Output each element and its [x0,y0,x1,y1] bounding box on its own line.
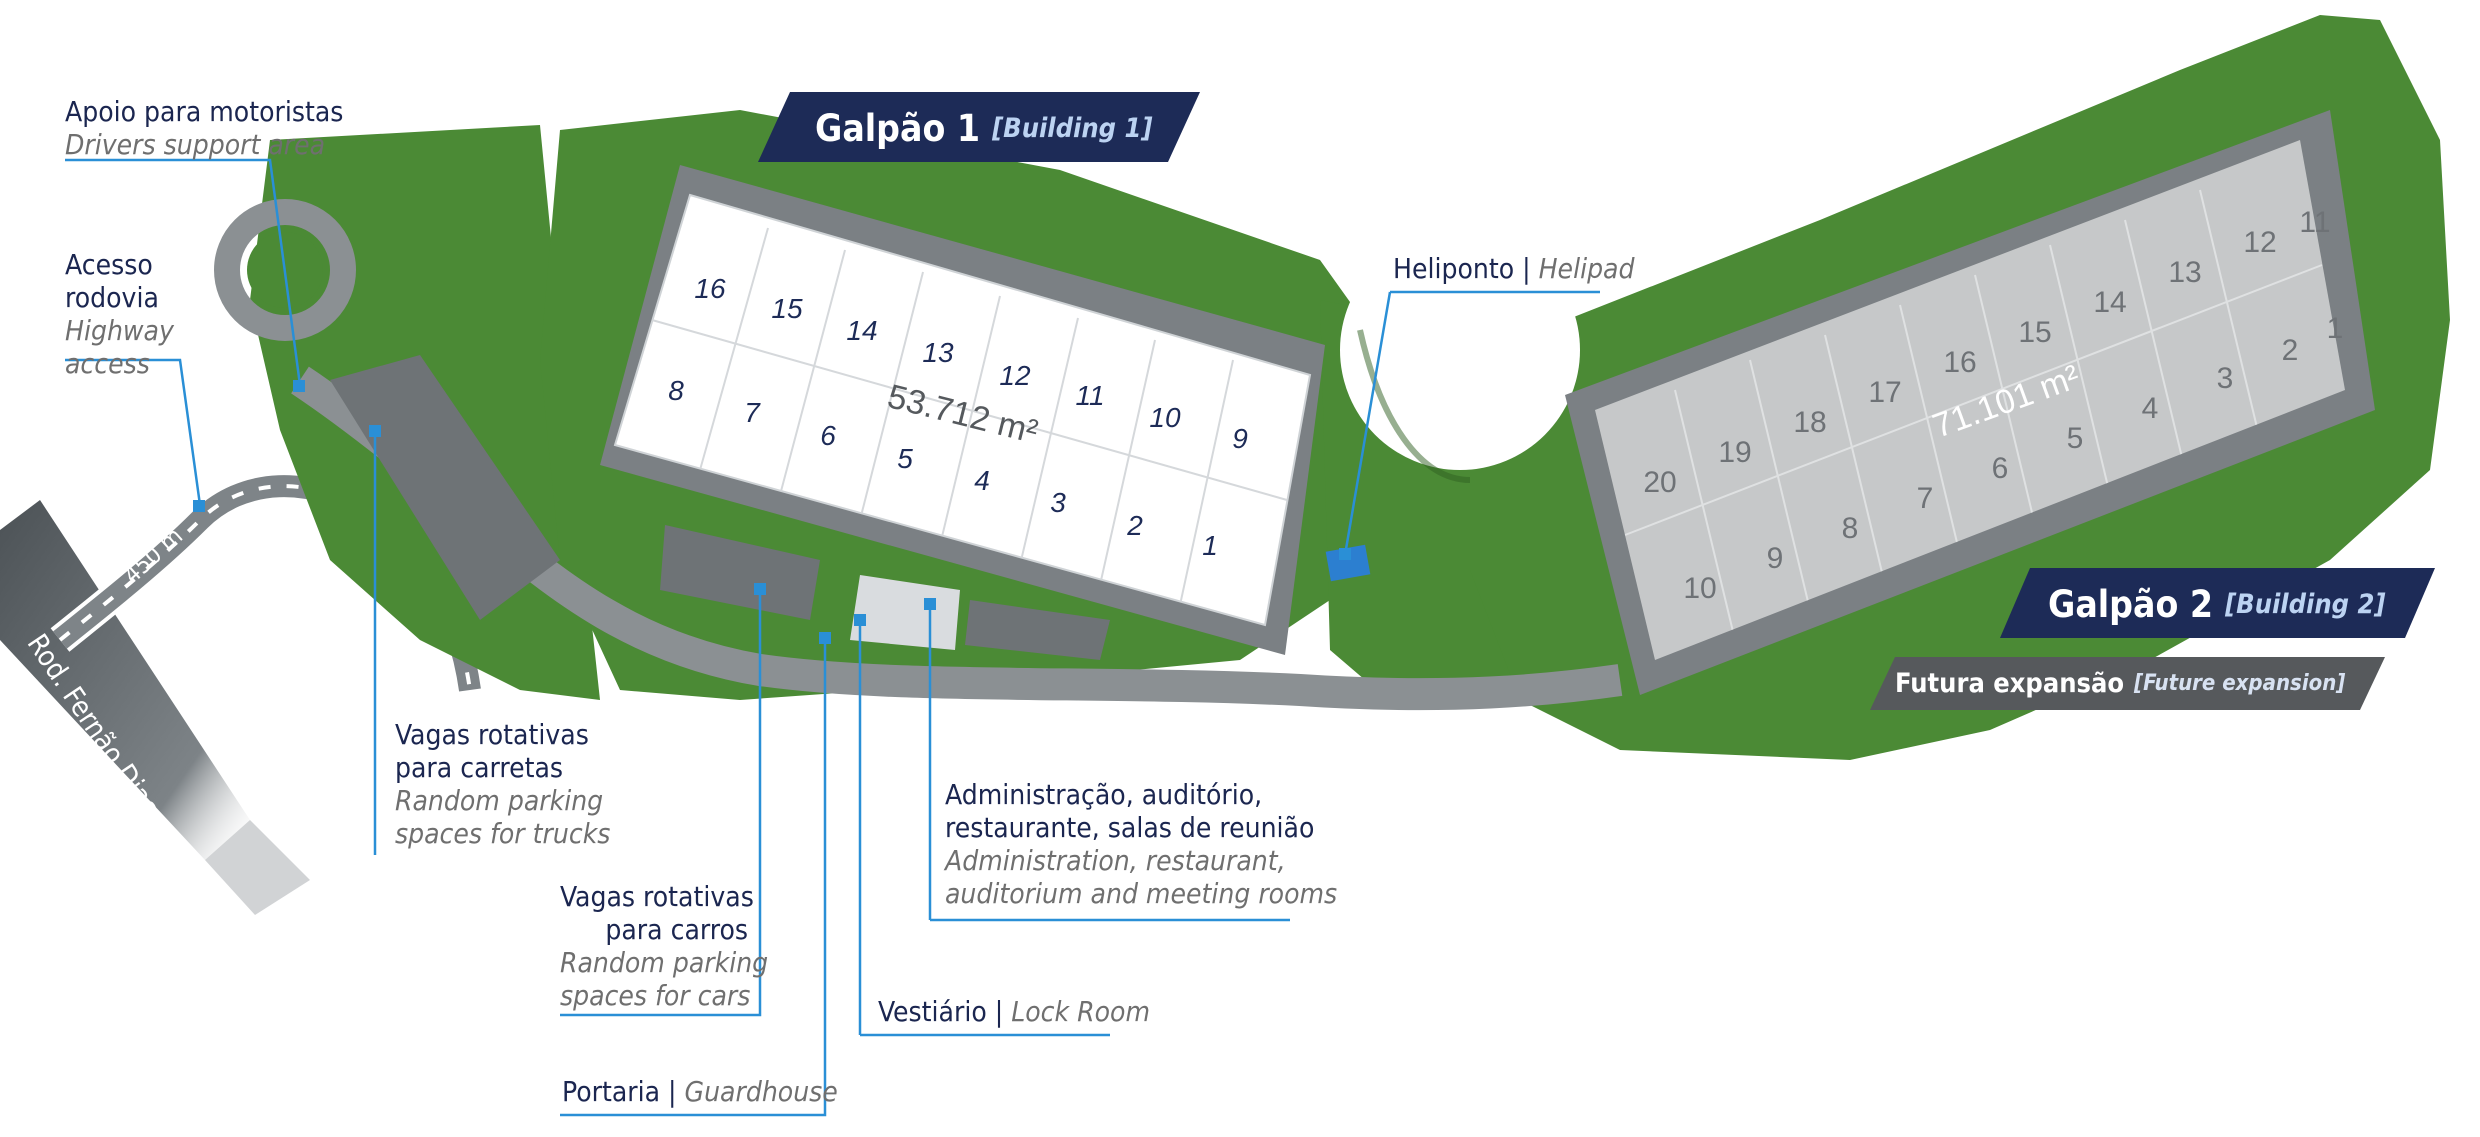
building-2-banner: Galpão 2 [Building 2] [2048,568,2385,640]
truck-parking-en-1: Random parking [395,784,604,817]
building-1-module-number: 1 [1202,530,1218,561]
future-expansion-banner-bg [1870,657,2385,710]
truck-parking-en-2: spaces for trucks [395,817,611,850]
highway-access-en-1: Highway [65,314,174,347]
building-2-roof [1595,140,2345,660]
building-1-banner: Galpão 1 [Building 1] [815,92,1152,164]
building-2-module-number: 15 [2018,316,2051,349]
building-2-module-number: 17 [1868,376,1901,409]
callout-administration: Administração, auditório, restaurante, s… [945,778,1337,910]
roundabout [214,199,356,341]
helipad-en: Helipad [1538,252,1635,285]
building-2-module-number: 1 [2327,312,2344,345]
car-parking-pt-1: Vagas rotativas [560,880,754,913]
administration-pt-1: Administração, auditório, [945,778,1263,811]
building-1-module-number: 4 [974,465,990,496]
callout-guardhouse: Portaria | Guardhouse [562,1075,838,1108]
truck-parking-pt-1: Vagas rotativas [395,718,589,751]
building-1-module-number: 12 [999,360,1031,391]
building-1-module-number: 16 [694,273,726,304]
car-parking-area [660,525,820,620]
truck-parking-area [330,355,560,620]
building-1-module-number: 6 [820,420,836,451]
building-2-banner-bg [2000,568,2435,638]
building-1-module-number: 10 [1149,402,1181,433]
building-1-title: Galpão 1 [815,106,981,150]
building-2-module-number: 13 [2168,256,2201,289]
building-1-roof [613,193,1312,627]
lock-room-pt: Vestiário [878,995,987,1028]
callout-helipad: Heliponto | Helipad [1393,252,1635,285]
helipad [1325,544,1371,582]
building-2-module-number: 10 [1683,572,1716,605]
building-2-module-number: 7 [1917,482,1934,515]
callout-truck-parking: Vagas rotativas para carretas Random par… [395,718,610,850]
building-1-module-number: 5 [897,443,913,474]
building-2-module-number: 8 [1842,512,1859,545]
drivers-support-pt: Apoio para motoristas [65,95,344,128]
callout-highway-access: Acesso rodovia Highway access [65,248,174,380]
building-1-banner-bg [758,92,1200,162]
guardhouse-en: Guardhouse [684,1075,838,1108]
building-1-module-number: 8 [668,375,684,406]
building-2-module-number: 2 [2282,334,2299,367]
future-expansion-label: Futura expansão [1895,667,2125,699]
highway-access-pt-2: rodovia [65,281,159,314]
highway-road [0,500,250,860]
truck-parking-pt-2: para carretas [395,751,564,784]
building-1-module-number: 2 [1126,510,1143,541]
building-2-title-en: [Building 2] [2225,588,2386,620]
building-1-module-number: 15 [771,293,803,324]
building-2-module-number: 20 [1643,466,1676,499]
highway-road-lower [205,820,310,915]
callout-lock-room: Vestiário | Lock Room [878,995,1150,1028]
building-2-module-number: 16 [1943,346,1976,379]
administration-en-1: Administration, restaurant, [945,844,1286,877]
building-1-module-number: 13 [922,337,954,368]
building-1-module-number: 3 [1050,487,1066,518]
administration-pt-2: restaurante, salas de reunião [945,811,1315,844]
car-parking-en-1: Random parking [560,946,769,979]
building-2-module-number: 6 [1992,452,2009,485]
helipad-pt: Heliponto [1393,252,1515,285]
guardhouse-pt: Portaria [562,1075,661,1108]
callout-markers [193,380,1351,644]
building-2-module-number: 4 [2142,392,2159,425]
building-1-module-number: 7 [744,397,761,428]
building-1-title-en: [Building 1] [992,112,1153,144]
car-parking-pt-2: para carros [605,913,748,946]
callout-lines [65,158,1600,1117]
building-2-module-number: 12 [2243,226,2276,259]
future-expansion-label-en: [Future expansion] [2134,670,2346,696]
building-2-module-number: 9 [1767,542,1784,575]
highway-access-en-2: access [65,347,150,380]
highway-access-pt-1: Acesso [65,248,153,281]
building-2-module-number: 3 [2217,362,2234,395]
callout-car-parking: Vagas rotativas para carros Random parki… [560,880,769,1012]
building-2-module-number: 5 [2067,422,2084,455]
building-2-module-number: 14 [2093,286,2126,319]
building-2-module-number: 11 [2299,206,2330,239]
building-1-grid [651,227,1288,606]
building-2-title: Galpão 2 [2048,582,2214,626]
front-parking [965,600,1110,660]
building-2-grid [1624,189,2323,641]
drivers-support-en: Drivers support area [65,128,326,161]
building-2-module-number: 18 [1793,406,1826,439]
building-1-module-number: 14 [846,315,877,346]
building-2-module-number: 19 [1718,436,1751,469]
future-expansion-banner: Futura expansão [Future expansion] [1895,647,2345,719]
car-parking-en-2: spaces for cars [560,979,751,1012]
lock-room-en: Lock Room [1011,995,1150,1028]
administration-en-2: auditorium and meeting rooms [945,877,1338,910]
admin-area [850,575,960,650]
callout-drivers-support: Apoio para motoristas Drivers support ar… [65,95,343,161]
building-1-module-number: 11 [1075,380,1104,411]
building-1-module-number: 9 [1232,423,1248,454]
